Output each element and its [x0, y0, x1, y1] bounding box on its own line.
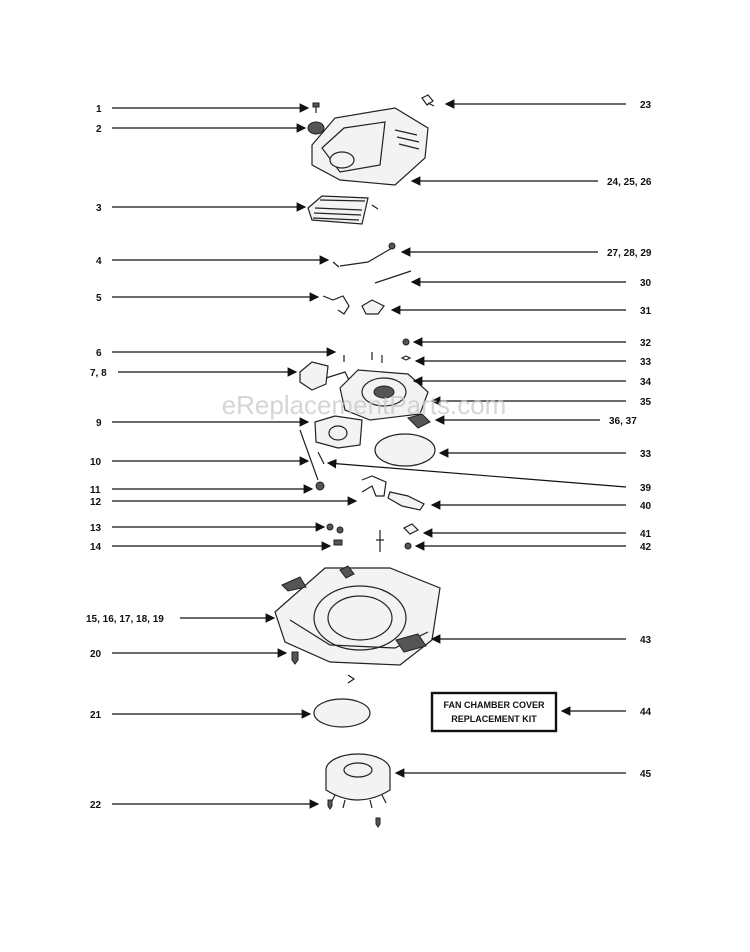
callout-label: 12	[90, 497, 102, 508]
callout-label: 13	[90, 523, 102, 534]
callout-label: 40	[640, 501, 652, 512]
kit-box-line2: REPLACEMENT KIT	[451, 714, 537, 724]
callout-label: 30	[640, 278, 652, 289]
part-spring-30	[374, 270, 412, 284]
part-fan-cover-45	[325, 753, 391, 809]
part-base-15	[274, 565, 441, 666]
part-screws-6	[343, 352, 383, 363]
callout-label: 34	[640, 377, 652, 388]
parts-illustration	[274, 94, 441, 828]
callout-label: 36, 37	[609, 416, 637, 427]
part-block-36	[407, 413, 431, 429]
callout-label: 27, 28, 29	[607, 248, 652, 259]
callout-label: 41	[640, 529, 652, 540]
part-pin-39	[317, 451, 325, 465]
part-switch-7	[299, 361, 353, 391]
callout-label: 24, 25, 26	[607, 177, 652, 188]
callout-label: 23	[640, 100, 652, 111]
callout-label: 44	[640, 707, 652, 718]
callout-label: 33	[640, 449, 652, 460]
callout-label: 31	[640, 306, 652, 317]
callout-label: 14	[90, 542, 102, 553]
callout-label: 35	[640, 397, 652, 408]
part-clip-41	[402, 523, 420, 535]
callout-label: 5	[96, 293, 102, 304]
callout-label: 39	[640, 483, 652, 494]
part-latch-31	[361, 299, 385, 315]
callout-label: 20	[90, 649, 102, 660]
kit-box: FAN CHAMBER COVER REPLACEMENT KIT	[430, 691, 558, 733]
part-arm-40	[387, 491, 425, 511]
callout-label: 6	[96, 348, 102, 359]
kit-box-line1: FAN CHAMBER COVER	[443, 700, 545, 710]
callout-label: 2	[96, 124, 102, 135]
part-rod-27	[332, 242, 396, 268]
callout-label: 43	[640, 635, 652, 646]
part-screw-1	[312, 102, 320, 113]
left-callouts: 1 2 3 4 5 6 7, 8 9 10 11 12 13 14 15, 16…	[86, 103, 358, 811]
part-gasket-21	[313, 698, 371, 728]
part-bracket-12	[361, 475, 387, 497]
part-pin-base	[347, 674, 356, 684]
part-knob-2	[307, 121, 325, 135]
callout-label: 45	[640, 769, 652, 780]
callout-label: 32	[640, 338, 652, 349]
callout-label: 42	[640, 542, 652, 553]
part-screw-bottom	[375, 817, 381, 828]
part-screw-42	[404, 542, 412, 550]
callout-label: 11	[90, 485, 101, 496]
callout-label: 33	[640, 357, 652, 368]
part-corner-43	[395, 633, 427, 653]
part-bolt-10	[299, 429, 325, 491]
part-screw-20	[291, 651, 299, 665]
part-grille-3	[307, 195, 379, 225]
part-screws-13	[326, 523, 384, 552]
watermark: eReplacementParts.com	[222, 390, 507, 420]
callout-label: 15, 16, 17, 18, 19	[86, 614, 164, 625]
callout-label: 4	[96, 256, 102, 267]
part-washer-33	[400, 355, 412, 361]
part-clip-23	[421, 94, 435, 107]
part-lever-5	[322, 295, 350, 315]
callout-label: 22	[90, 800, 102, 811]
callout-label: 21	[90, 710, 102, 721]
part-hood-24	[311, 107, 429, 186]
part-motor-35	[339, 369, 429, 421]
right-callouts: 23 24, 25, 26 27, 28, 29 30 31 32 33 34 …	[326, 99, 652, 780]
callout-label: 1	[96, 104, 102, 115]
part-plate-9	[314, 415, 363, 449]
callout-label: 3	[96, 203, 102, 214]
part-belt-ring	[374, 433, 436, 467]
callout-label: 9	[96, 418, 102, 429]
callout-label: 10	[90, 457, 102, 468]
callout-label: 7, 8	[90, 368, 107, 379]
part-screw-32	[402, 338, 410, 346]
part-screw-22	[327, 799, 333, 810]
